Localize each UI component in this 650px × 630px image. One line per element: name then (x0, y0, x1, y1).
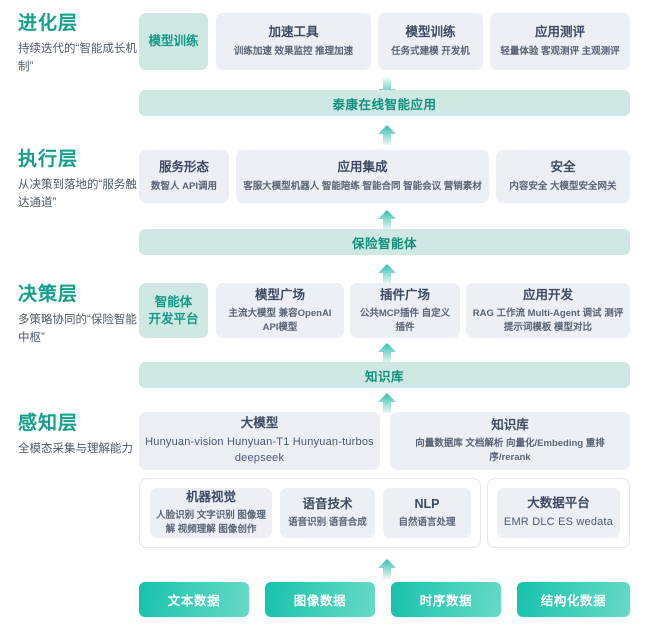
layer-subtitle-evolution: 持续迭代的“智能成长机制” (18, 42, 137, 73)
card-perception-bigdata-platform[interactable]: 大数据平台 EMR DLC ES wedata (497, 488, 620, 538)
card-title: 模型训练 (148, 34, 199, 49)
card-items: 语音识别 语音合成 (288, 517, 367, 529)
card-title: 知识库 (491, 418, 529, 433)
arrow-up-icon (378, 393, 396, 413)
card-title: 模型训练 (405, 25, 456, 40)
card-execution-service-form[interactable]: 服务形态 数智人 API调用 (139, 150, 229, 203)
layer-title-perception: 感知层 (18, 413, 79, 434)
bar-taikang-online-ai-app[interactable]: 泰康在线智能应用 (139, 90, 630, 116)
layer-label-perception: 感知层 全模态采集与理解能力 (18, 412, 138, 459)
bar-knowledge-base[interactable]: 知识库 (139, 362, 630, 388)
chip-timeseries-data[interactable]: 时序数据 (391, 582, 501, 617)
card-decision-plugin-plaza[interactable]: 插件广场 公共MCP插件 自定义插件 (350, 283, 460, 338)
card-items: 训练加速 效果监控 推理加速 (233, 45, 354, 57)
card-items: 客服大模型机器人 智能陪练 智能合同 智能会议 营销素材 (243, 180, 482, 192)
card-execution-app-integration[interactable]: 应用集成 客服大模型机器人 智能陪练 智能合同 智能会议 营销素材 (236, 150, 489, 203)
card-title: 应用集成 (337, 160, 388, 175)
arrow-up-icon (378, 559, 396, 579)
card-perception-knowledge-base[interactable]: 知识库 向量数据库 文档解析 向量化/Embeding 重排序/rerank (390, 412, 630, 470)
card-items: EMR DLC ES wedata (503, 516, 614, 529)
chip-text-data[interactable]: 文本数据 (139, 582, 249, 617)
card-title: NLP (414, 496, 440, 511)
card-perception-machine-vision[interactable]: 机器视觉 人脸识别 文字识别 图像理解 视频理解 图像创作 (150, 488, 272, 538)
card-items: 数智人 API调用 (151, 180, 217, 192)
layer-subtitle-execution: 从决策到落地的“服务触达通道” (18, 178, 137, 209)
card-title: 应用开发 (522, 287, 573, 302)
card-title: 安全 (550, 160, 576, 175)
card-perception-speech-technology[interactable]: 语音技术 语音识别 语音合成 (280, 488, 375, 538)
card-title: 大数据平台 (527, 495, 590, 510)
card-title: 机器视觉 (185, 490, 236, 505)
arrow-up-icon (378, 210, 396, 230)
card-title: 智能体 开发平台 (148, 294, 199, 326)
card-items: 人脸识别 文字识别 图像理解 视频理解 图像创作 (156, 510, 266, 536)
card-items: 内容安全 大模型安全网关 (509, 180, 617, 192)
card-items: 主流大模型 兼容OpenAI API模型 (228, 307, 332, 333)
layer-title-decision: 决策层 (18, 284, 79, 305)
card-items: 任务式建模 开发机 (391, 45, 470, 57)
card-decision-model-plaza[interactable]: 模型广场 主流大模型 兼容OpenAI API模型 (216, 283, 344, 338)
card-title: 加速工具 (268, 25, 319, 40)
arrow-up-icon (378, 343, 396, 363)
arrow-up-icon (378, 264, 396, 284)
card-execution-security[interactable]: 安全 内容安全 大模型安全网关 (496, 150, 630, 203)
card-title: 应用测评 (534, 25, 585, 40)
card-items: 轻量体验 客观测评 主观测评 (500, 45, 620, 57)
card-title: 模型广场 (254, 287, 305, 302)
arrow-up-icon (378, 125, 396, 145)
card-items: 公共MCP插件 自定义插件 (359, 307, 451, 333)
card-title: 语音技术 (302, 496, 353, 511)
layer-label-execution: 执行层 从决策到落地的“服务触达通道” (18, 148, 138, 212)
layer-title-evolution: 进化层 (18, 13, 79, 34)
chip-image-data[interactable]: 图像数据 (265, 582, 375, 617)
card-items: 向量数据库 文档解析 向量化/Embeding 重排序/rerank (415, 438, 605, 464)
card-decision-agent-dev-platform[interactable]: 智能体 开发平台 (139, 283, 208, 338)
layer-subtitle-perception: 全模态采集与理解能力 (18, 442, 133, 455)
card-perception-large-model[interactable]: 大模型 Hunyuan-vision Hunyuan-T1 Hunyuan-tu… (139, 412, 380, 470)
card-title: 大模型 (240, 415, 279, 430)
layer-subtitle-decision: 多策略协同的“保险智能中枢” (18, 313, 137, 344)
chip-structured-data[interactable]: 结构化数据 (517, 582, 630, 617)
card-evolution-app-evaluation[interactable]: 应用测评 轻量体验 客观测评 主观测评 (490, 13, 630, 70)
layer-title-execution: 执行层 (18, 149, 79, 170)
card-evolution-acceleration-tools[interactable]: 加速工具 训练加速 效果监控 推理加速 (216, 13, 371, 70)
card-items: 自然语言处理 (398, 517, 456, 529)
card-decision-app-development[interactable]: 应用开发 RAG 工作流 Multi-Agent 调试 测评 提示词模板 模型对… (466, 283, 630, 338)
card-items: RAG 工作流 Multi-Agent 调试 测评 提示词模板 模型对比 (472, 307, 624, 333)
bar-insurance-agent[interactable]: 保险智能体 (139, 229, 630, 255)
card-perception-nlp[interactable]: NLP 自然语言处理 (383, 488, 471, 538)
card-evolution-model-training-platform[interactable]: 模型训练 (139, 13, 208, 70)
layer-label-evolution: 进化层 持续迭代的“智能成长机制” (18, 12, 138, 76)
card-evolution-model-training[interactable]: 模型训练 任务式建模 开发机 (378, 13, 483, 70)
card-title: 插件广场 (379, 287, 430, 302)
layer-label-decision: 决策层 多策略协同的“保险智能中枢” (18, 283, 138, 347)
card-title: 服务形态 (158, 160, 209, 175)
card-items: Hunyuan-vision Hunyuan-T1 Hunyuan-turbos… (145, 436, 374, 465)
